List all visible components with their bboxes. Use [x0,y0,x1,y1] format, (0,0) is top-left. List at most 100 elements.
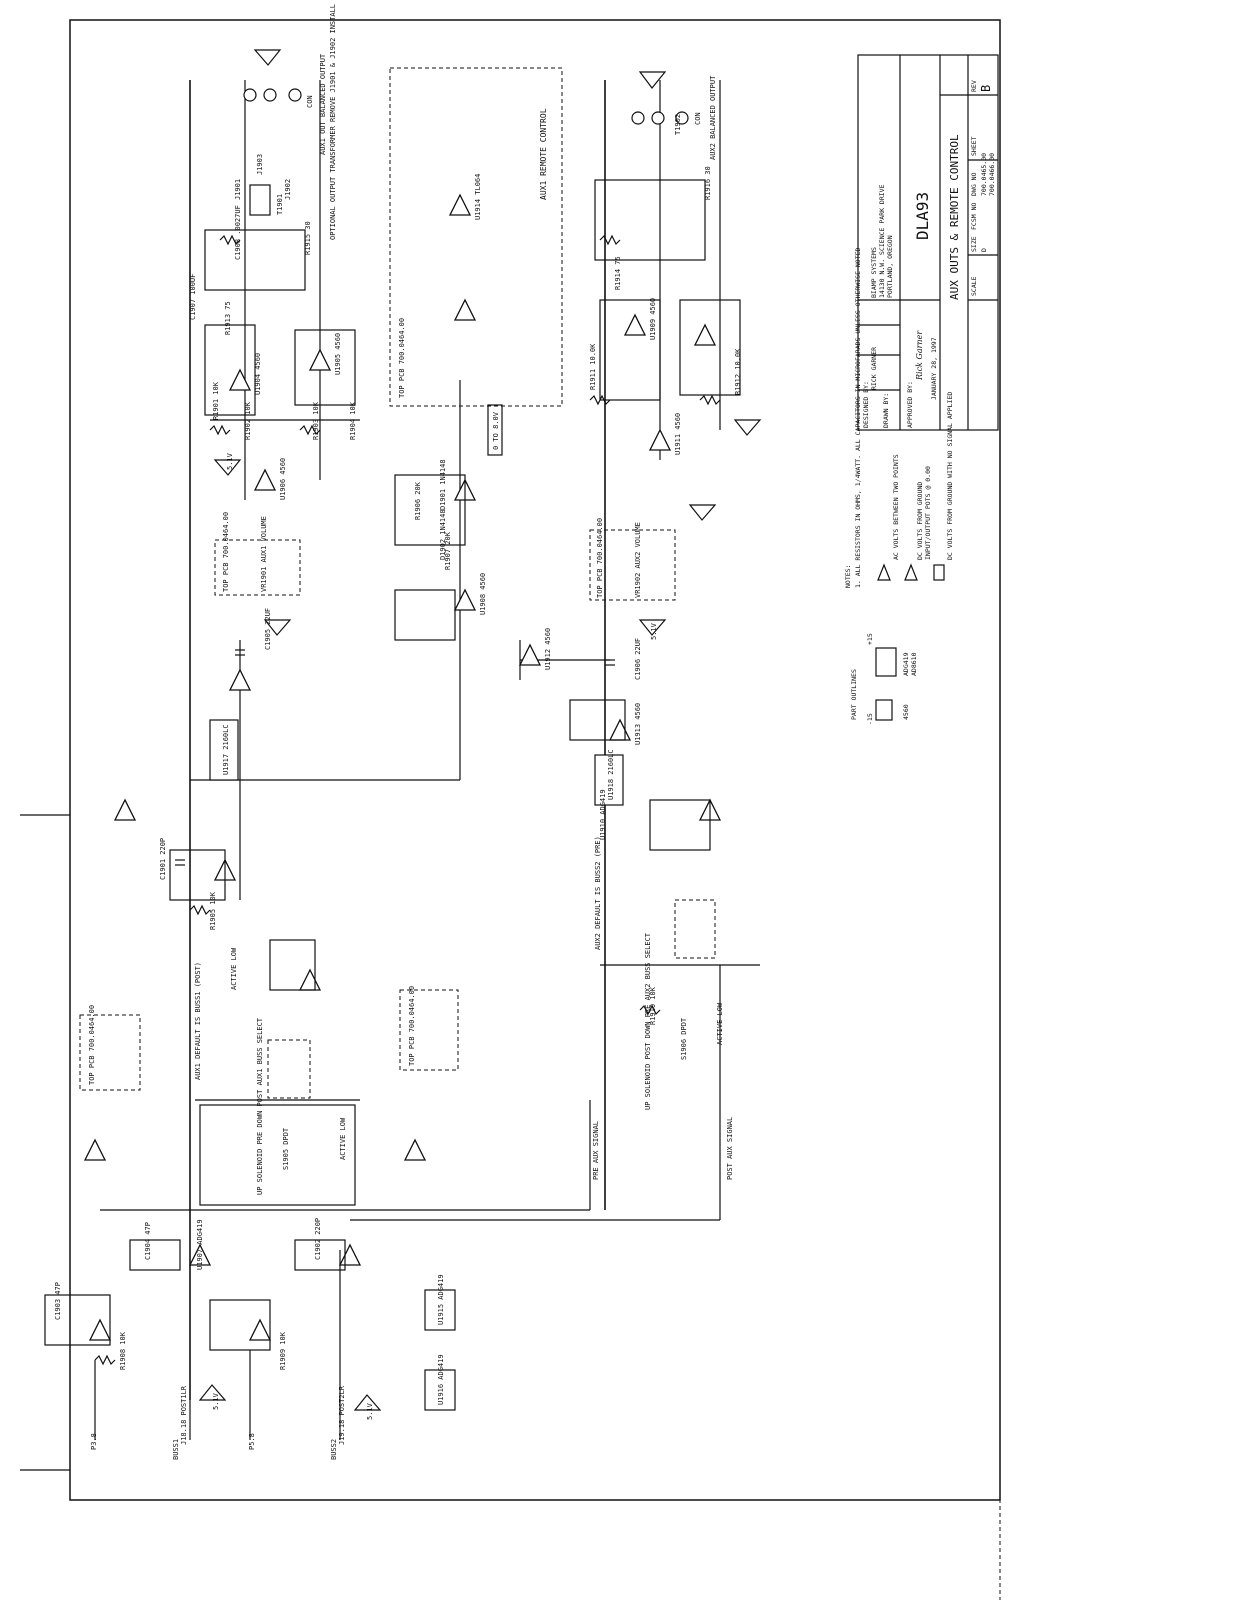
dc-voltage-marker [213,459,242,476]
top-pcb-region-2 [214,539,301,596]
op-amp-symbol [83,1138,107,1161]
ic-group: U1917 2160LC U1918 2160LC U1915 ADG419 U… [209,719,624,1411]
top-pcb-region-5 [399,989,459,1071]
xlr-pin [288,88,302,102]
c1902-label: C1902 220P [314,1218,322,1260]
designed-by-label: DESIGNED BY: [862,381,870,428]
approver-signature: Rick Garner [915,330,924,381]
op-amp-symbol [453,588,477,611]
top-pcb-label-3: TOP PCB 700.0464.00 [596,518,604,598]
top-pcb-region-4 [79,1014,141,1091]
d1902-label: D1902 1N4148 [439,509,447,560]
s1905-label: S1905 DPDT [282,1127,290,1170]
optional-output-note: OPTIONAL OUTPUT TRANSFORMER REMOVE J1901… [329,0,337,240]
op-amp-symbol [623,313,647,336]
drawing-title: DLA93 [913,192,932,240]
p3-label: P3.8 [90,1433,98,1450]
voltage-label-1: 5.1V [212,1392,220,1410]
u1918-label: U1918 2160LC [607,749,615,800]
drawn-by-label: DRAWN BY: [882,393,890,428]
drawing-date: JANUARY 28, 1997 [930,337,938,400]
active-low-label-1: ACTIVE LOW [339,1117,347,1160]
part-outline-adg419 [875,647,897,677]
resistor-symbol [299,424,321,436]
u1908-label: U1908 4560 [479,573,487,615]
u1917-label: U1917 2160LC [222,724,230,775]
active-low-label-3: ACTIVE LOW [230,947,238,990]
r1909-label: R1909 10K [279,1331,287,1370]
aux1-buss-select-region [199,1104,356,1206]
r1911-label: R1911 10.0K [589,343,597,390]
r1906-label: R1906 20K [414,481,422,520]
active-low-label-2: ACTIVE LOW [716,1002,724,1045]
op-amp-symbol [248,1318,272,1341]
u1909-label: U1909 4560 [649,298,657,340]
rev-label: REV [970,80,978,92]
p5-label: P5.8 [248,1433,256,1450]
part-outline-4560 [875,699,893,721]
r1916-label: R1916 30 [704,166,712,200]
r1905-label: R1905 10K [209,891,217,930]
u1906-label: U1906 4560 [279,458,287,500]
voltage-label-4: 5.1V [650,622,658,640]
aux1-default-caption: AUX1 DEFAULT IS BUSS1 (POST) [194,962,202,1080]
aux1-buss-select-caption: UP SOLENOID PRE DOWN POST AUX1 BUSS SELE… [256,1017,264,1195]
op-amp-symbol [608,718,632,741]
ac-voltage-marker [733,419,762,436]
buss1-input-label: BUSS1 [172,1439,180,1460]
aux1-out-caption: AUX1 OUT BALANCED OUTPUT [319,53,327,155]
r1915-label: R1915 30 [304,221,312,255]
op-amp-symbol [88,1318,112,1341]
r1901-label: R1901 10K [212,381,220,420]
resistor-symbol [699,394,721,406]
c1903-label: C1903 47P [54,1282,62,1320]
ac-voltage-marker [688,504,717,521]
op-amp-symbol [188,1243,212,1266]
top-pcb-label-5: TOP PCB 700.0464.00 [408,986,416,1066]
aux1-remote-caption: AUX1 REMOTE CONTROL [539,108,548,200]
u1911-label: U1911 4560 [674,413,682,455]
op-amp-symbol [113,798,137,821]
resistor-symbol [189,904,211,916]
c1908-label: C1908 .0027UF [234,205,242,260]
r1914-label: R1914 75 [614,256,622,290]
j1903-label: J1903 [256,154,264,175]
notes-block: NOTES: 1. ALL RESISTORS IN OHMS, 1/4WATT… [844,247,954,588]
vr1901-label: VR1901 AUX1 VOLUME [260,516,268,592]
scale-label: SCALE [970,276,978,296]
aux-pcb-region-1 [267,1039,311,1099]
company-address: 14130 N.W. SCIENCE PARK DRIVE [878,184,886,298]
aux2-out-caption: AUX2 BALANCED OUTPUT [709,75,717,160]
title-block: DLA93 AUX OUTS & REMOTE CONTROL B REV BI… [857,54,999,431]
xlr-pin [263,88,277,102]
resistor-symbol [639,1004,661,1016]
aux2-buss-select-caption: UP SOLENOID POST DOWN PRE AUX2 BUSS SELE… [644,932,652,1110]
u1912-label: U1912 4560 [544,628,552,670]
u1916-label: U1916 ADG419 [437,1354,445,1405]
r1902-label: R1902 10K [244,401,252,440]
dc-voltage-marker [353,1394,382,1411]
part-outline-4560-label: 4560 [902,704,910,720]
u1910-label: U1910 ADG419 [599,789,607,840]
op-amp-symbol [648,428,672,451]
op-amp-symbol [228,368,252,391]
dc-signal-symbol [933,564,945,581]
zero-to-8v-label: 0 TO 8.0V [492,411,500,450]
r1903-label: R1903 10K [312,401,320,440]
u1907-label: U1907 ADG419 [196,1219,204,1270]
op-amp-symbol [228,668,252,691]
j1901-label: J1901 [234,179,242,200]
approved-by-label: APPROVED BY: [906,381,914,428]
legend-sig: DC VOLTS FROM GROUND WITH NO SIGNAL APPL… [946,392,954,560]
c1901-label: C1901 220P [159,838,167,880]
aux2-default-caption: AUX2 DEFAULT IS BUSS2 (PRE) [594,836,602,950]
op-amp-symbol [693,323,717,346]
j19-label: J19.18 POST2LR [338,1385,346,1445]
u1914-label: U1914 TL064 [474,174,482,220]
op-amp-group [83,193,722,1341]
resistor-symbol [209,424,231,436]
voltage-box [487,404,503,456]
d1901-label: D1901 1N4148 [439,459,447,510]
r1904-label: R1904 10K [349,401,357,440]
